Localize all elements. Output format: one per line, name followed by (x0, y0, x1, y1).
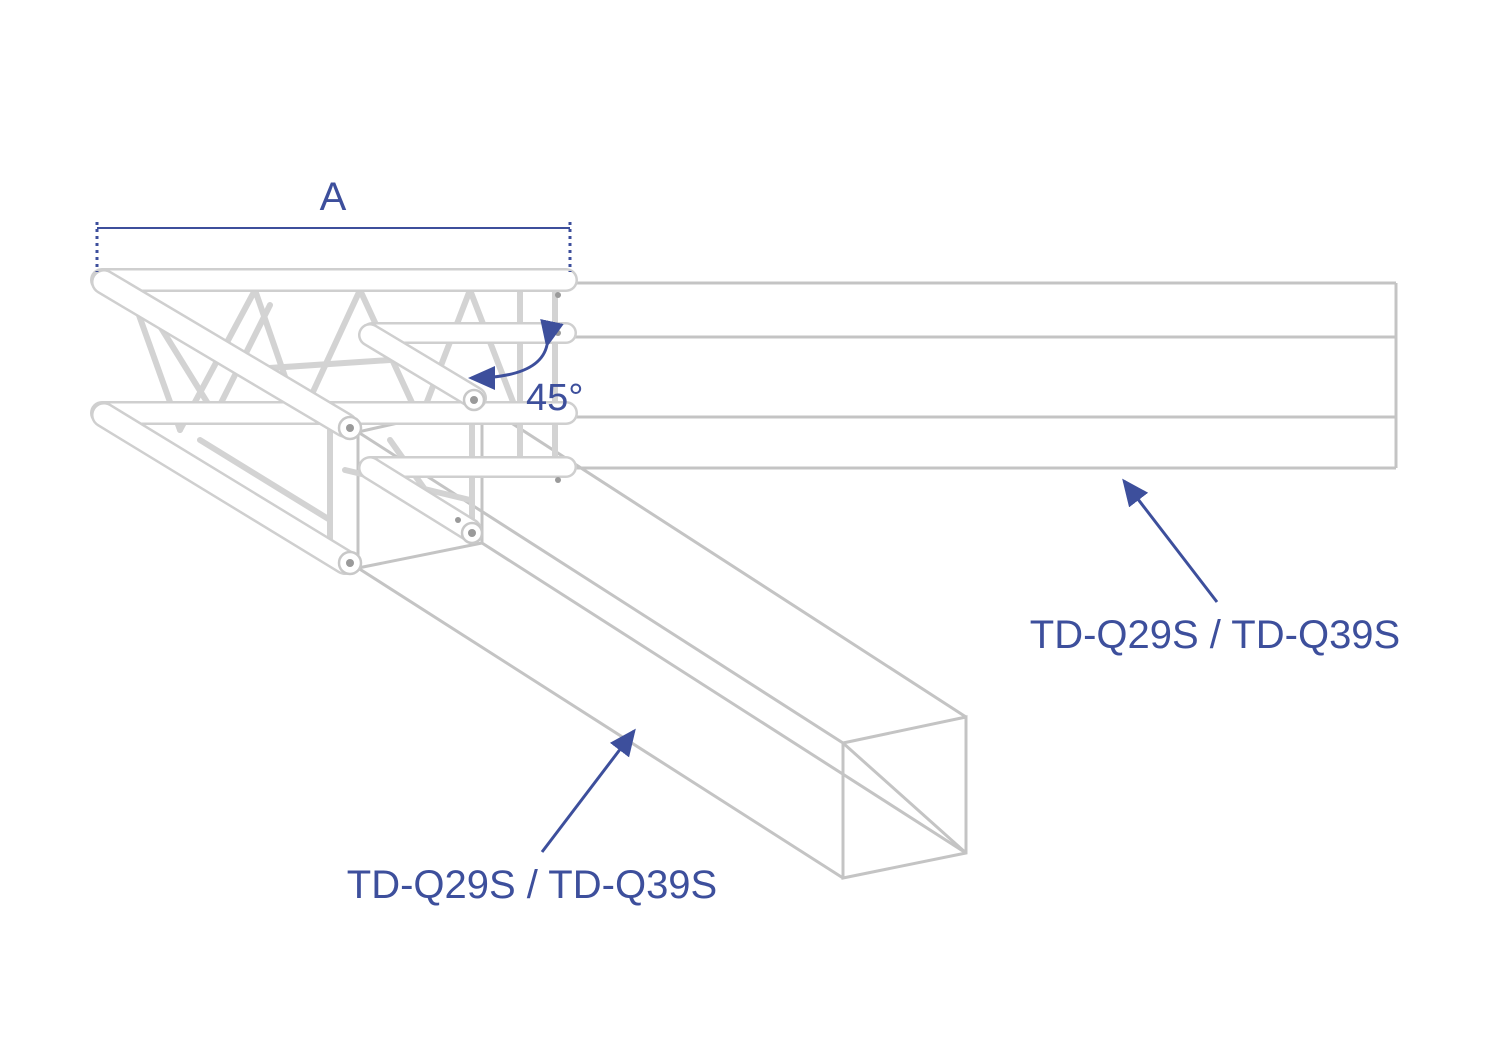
callout-straight-section: TD-Q29S / TD-Q39S (1030, 478, 1400, 657)
truss-chords (90, 268, 578, 575)
callout-arrow-straight (1122, 478, 1219, 603)
callout-angled-section: TD-Q29S / TD-Q39S (347, 728, 717, 907)
angle-annotation: 45° (468, 319, 583, 419)
callout-arrow-angled (540, 728, 636, 853)
tube-ends (337, 292, 561, 576)
label-angled-section: TD-Q29S / TD-Q39S (347, 863, 717, 907)
straight-section-outline (570, 281, 1398, 470)
angle-label: 45° (526, 377, 583, 419)
dimension-a-label: A (320, 175, 347, 219)
truss-corner-45 (90, 268, 578, 576)
dimension-a: A (95, 175, 572, 272)
label-straight-section: TD-Q29S / TD-Q39S (1030, 613, 1400, 657)
angle-arrow (468, 319, 564, 390)
